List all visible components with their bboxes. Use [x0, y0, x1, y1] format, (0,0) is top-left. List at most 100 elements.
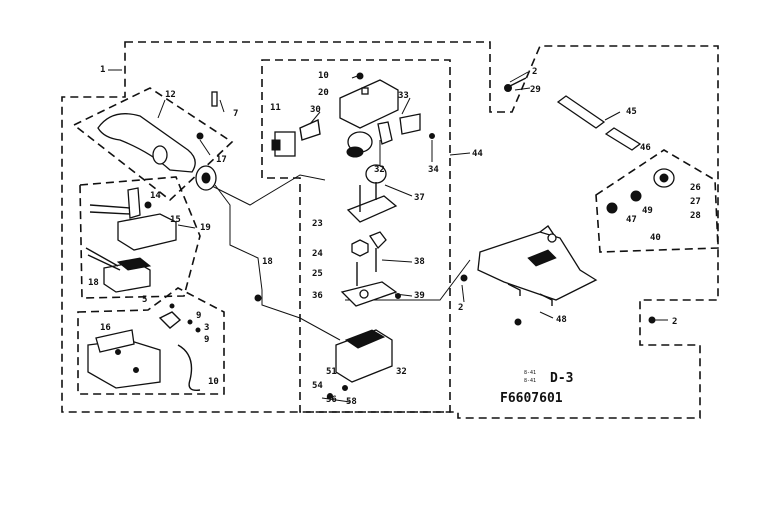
part-tube-ring — [152, 145, 168, 165]
callout-58: 58 — [346, 397, 357, 407]
part-screw-2b — [648, 316, 656, 324]
callout-45: 45 — [626, 107, 637, 117]
sheet-code: D-3 — [550, 371, 573, 386]
boundary-group-40 — [595, 149, 719, 253]
part-igniter-terminal — [271, 139, 281, 151]
part-screw-56 — [342, 385, 348, 391]
part-bracket-hole — [547, 233, 557, 243]
callout-26: 26 — [690, 183, 701, 193]
callout-23: 23 — [312, 219, 323, 229]
callouts: 1 12 7 17 14 15 19 18 5 9 3 9 16 10 18 1… — [88, 65, 701, 407]
part-base-plate — [340, 281, 398, 307]
leader-17 — [199, 139, 211, 156]
part-bracket-slot — [527, 249, 557, 267]
callout-56: 56 — [326, 395, 337, 405]
parts-left — [85, 91, 262, 391]
boundary-group-19 — [79, 176, 201, 299]
part-bracket-tabs — [507, 283, 553, 306]
callout-7: 7 — [233, 109, 238, 119]
callout-10b: 10 — [208, 377, 219, 387]
part-screw-17 — [196, 132, 204, 140]
parts-center — [271, 72, 435, 403]
callout-34: 34 — [428, 165, 439, 175]
callout-47: 47 — [626, 215, 637, 225]
callout-32a: 32 — [374, 165, 385, 175]
callout-12: 12 — [165, 90, 176, 100]
part-plate-32 — [377, 121, 393, 145]
part-valve-port — [659, 173, 669, 183]
callout-51: 51 — [326, 367, 337, 377]
leader-44 — [449, 152, 471, 156]
callout-19: 19 — [200, 223, 211, 233]
wire-terminal-to-bracket — [345, 259, 471, 301]
part-clip-screw-2 — [195, 327, 201, 333]
part-rod-46 — [604, 127, 642, 151]
wire-plug-to-bracket — [199, 174, 326, 206]
small-mark-2: 8-41 — [524, 378, 536, 384]
part-nut-47 — [606, 202, 618, 214]
part-spring-30 — [299, 118, 321, 141]
callout-49: 49 — [642, 206, 653, 216]
part-thermocouple-top — [116, 257, 152, 271]
callout-14: 14 — [150, 191, 161, 201]
callout-18b: 18 — [262, 257, 273, 267]
callout-2c: 2 — [672, 317, 677, 327]
boundary-group-12 — [72, 87, 234, 202]
part-screw-10 — [356, 72, 364, 80]
part-pilot-tube-2 — [89, 211, 131, 215]
callout-10: 10 — [318, 71, 329, 81]
callout-17: 17 — [216, 155, 227, 165]
part-base-hole — [359, 289, 369, 299]
part-screw-3 — [460, 274, 468, 282]
callout-15: 15 — [170, 215, 181, 225]
callout-11: 11 — [270, 103, 281, 113]
callout-16: 16 — [100, 323, 111, 333]
group-boundaries — [61, 41, 719, 419]
boundary-center-column — [261, 59, 451, 413]
part-screw-14 — [144, 201, 152, 209]
callout-44: 44 — [472, 149, 483, 159]
callout-2a: 2 — [532, 67, 537, 77]
part-pilot-cap — [127, 187, 141, 219]
part-clip-31 — [399, 113, 421, 135]
part-electrode-screw-1 — [115, 349, 121, 355]
callout-9a: 9 — [196, 311, 201, 321]
boundary-group-lower-left — [77, 287, 225, 395]
wire-plug-to-terminal — [214, 184, 341, 341]
part-thermocouple-lead-2 — [87, 254, 121, 271]
callout-46: 46 — [640, 143, 651, 153]
part-orifice-hole — [201, 172, 211, 184]
part-screw-18 — [254, 294, 262, 302]
callout-24: 24 — [312, 249, 323, 259]
callout-20: 20 — [318, 88, 329, 98]
part-clip-screw-1 — [187, 319, 193, 325]
leader-19 — [177, 224, 196, 229]
part-screw-48 — [514, 318, 522, 326]
leader-37 — [384, 184, 413, 197]
leader-2 — [509, 71, 529, 83]
callout-5: 5 — [142, 295, 147, 305]
part-pilot-tube — [89, 204, 131, 209]
leader-38 — [381, 259, 413, 263]
part-burner-tube — [97, 113, 196, 173]
callout-39: 39 — [414, 291, 425, 301]
part-clip — [211, 91, 218, 107]
leader-30 — [309, 111, 321, 125]
leader-3 — [461, 284, 465, 303]
part-thermocouple-lead — [85, 247, 119, 267]
callout-40: 40 — [650, 233, 661, 243]
callout-54: 54 — [312, 381, 323, 391]
boundary-overall-assembly — [61, 41, 719, 419]
callout-33: 33 — [398, 91, 409, 101]
leader-12 — [157, 99, 166, 119]
callout-9b: 9 — [204, 335, 209, 345]
callout-29: 29 — [530, 85, 541, 95]
part-bracket-hole — [361, 87, 369, 95]
leader-33 — [401, 97, 411, 115]
part-screw-29-shank — [509, 77, 527, 87]
part-screw-54 — [327, 393, 333, 399]
small-mark-1: 8-41 — [524, 370, 536, 376]
sheet-identification: 8-41 8-41 D-3 F6607601 — [500, 370, 573, 406]
part-wire-58 — [321, 397, 351, 403]
part-rod-45 — [556, 95, 606, 129]
